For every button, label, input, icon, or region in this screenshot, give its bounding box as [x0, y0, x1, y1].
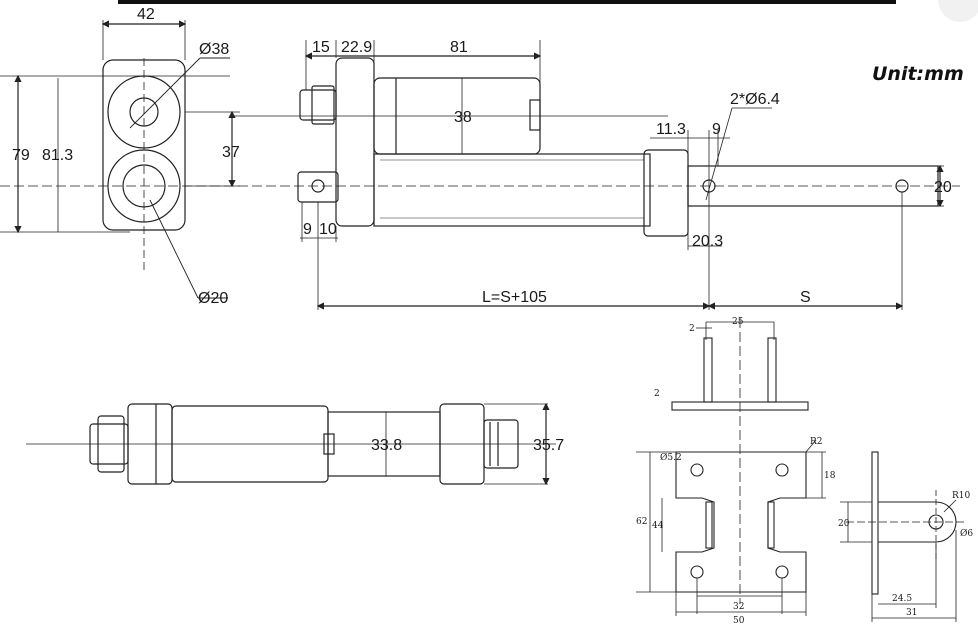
motor-height-label: 38 — [454, 109, 472, 126]
rod-diameter-label: Ø20 — [198, 290, 228, 307]
stroke-label: S — [800, 289, 811, 306]
plate-dim-32-label: 32 — [733, 602, 744, 612]
dim-20-3-label: 20.3 — [692, 233, 723, 250]
motor-diameter-label: Ø38 — [199, 41, 229, 58]
plate-dim-44-label: 44 — [652, 521, 664, 531]
dim-9-left-label: 9 — [303, 221, 312, 238]
side-dim-24-5-label: 24.5 — [892, 594, 912, 604]
plate-dim-50-label: 50 — [733, 616, 745, 626]
side-view — [0, 40, 960, 310]
height-outer-label: 81.3 — [42, 147, 73, 164]
body-diameter-label: 33.8 — [371, 437, 402, 454]
rod-height-label: 20 — [934, 179, 952, 196]
hole-label: 2*Ø6.4 — [730, 91, 780, 108]
dim-9-label: 9 — [712, 121, 721, 138]
bracket-thick-top-label: 2 — [689, 324, 695, 334]
plate-hole-label: Ø5.2 — [660, 452, 682, 463]
length-formula-label: L=S+105 — [482, 289, 547, 306]
side-hole-label: Ø6 — [960, 528, 973, 539]
dim-22-9-label: 22.9 — [341, 39, 372, 56]
dim-15-label: 15 — [312, 39, 330, 56]
dim-81-label: 81 — [450, 39, 468, 56]
bracket-top-view — [671, 318, 809, 604]
bracket-width-label: 25 — [732, 317, 744, 327]
side-dim-31-label: 31 — [906, 608, 917, 618]
dim-11-3-label: 11.3 — [656, 121, 686, 138]
front-view — [0, 20, 240, 299]
bracket-side-view — [840, 451, 966, 622]
top-border-bar — [118, 0, 896, 4]
side-radius-label: R10 — [952, 491, 971, 501]
end-diameter-label: 35.7 — [533, 437, 564, 454]
plate-radius-label: R2 — [810, 437, 823, 447]
plate-dim-62-label: 62 — [636, 517, 647, 527]
unit-label: Unit:mm — [872, 63, 964, 85]
corner-circle — [938, 0, 978, 22]
front-width-label: 42 — [137, 6, 155, 23]
bracket-plate-view — [636, 439, 826, 616]
bracket-thick-side-label: 2 — [654, 389, 660, 399]
center-distance-label: 37 — [222, 144, 240, 161]
dim-10-label: 10 — [319, 221, 337, 238]
plate-dim-18-label: 18 — [824, 471, 836, 481]
height-total-label: 79 — [12, 147, 30, 164]
bottom-view — [26, 402, 556, 486]
side-height-label: 20 — [838, 519, 850, 529]
